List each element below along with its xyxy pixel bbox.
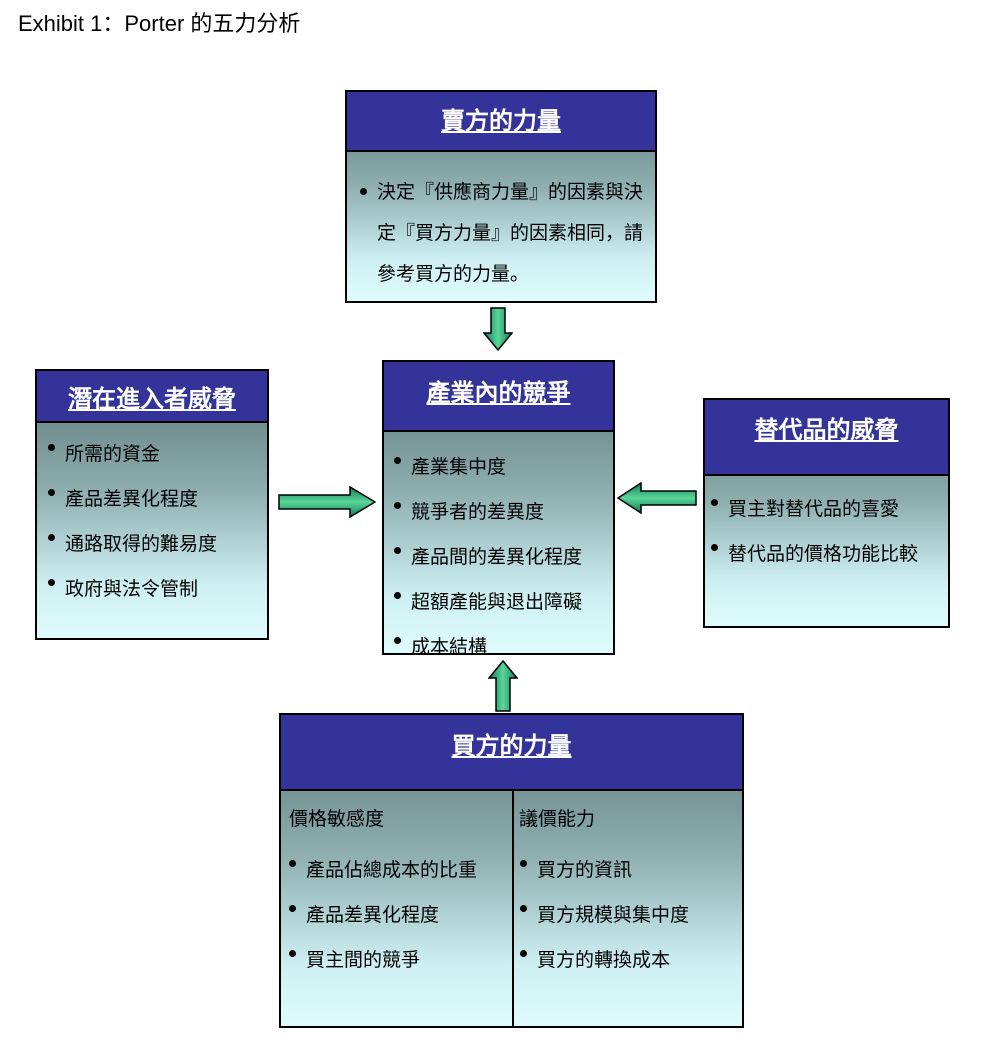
list-item: 產業集中度 xyxy=(394,452,613,497)
list-item: 政府與法令管制 xyxy=(48,574,267,619)
list-item: 買方的轉換成本 xyxy=(520,945,742,990)
substitutes-box: 替代品的威脅 買主對替代品的喜愛 替代品的價格功能比較 xyxy=(703,398,950,628)
list-item: 超額產能與退出障礙 xyxy=(394,587,613,632)
up-arrow-icon xyxy=(488,660,518,712)
new-entrants-header: 潛在進入者威脅 xyxy=(37,371,267,423)
down-arrow-icon xyxy=(483,307,513,351)
buyer-right-column: 議價能力 買方的資訊 買方規模與集中度 買方的轉換成本 xyxy=(514,789,742,1026)
supplier-power-box: 賣方的力量 決定『供應商力量』的因素與決 定『買方力量』的因素相同，請 參考買方… xyxy=(345,90,657,303)
industry-rivalry-title: 產業內的競爭 xyxy=(426,379,571,407)
list-item: 產品佔總成本的比重 xyxy=(289,855,512,900)
supplier-text-line: 決定『供應商力量』的因素與決 xyxy=(377,181,644,203)
page-title: Exhibit 1：Porter 的五力分析 xyxy=(18,11,301,36)
substitutes-header: 替代品的威脅 xyxy=(705,400,948,476)
bullet-icon xyxy=(360,188,367,195)
list-item: 買主間的競爭 xyxy=(289,945,512,990)
supplier-power-title: 賣方的力量 xyxy=(441,107,561,135)
price-sensitivity-list: 產品佔總成本的比重 產品差異化程度 買主間的競爭 xyxy=(281,831,512,990)
supplier-power-header: 賣方的力量 xyxy=(347,92,655,152)
supplier-power-text: 決定『供應商力量』的因素與決 定『買方力量』的因素相同，請 參考買方的力量。 xyxy=(347,152,655,295)
buyer-left-column: 價格敏感度 產品佔總成本的比重 產品差異化程度 買主間的競爭 xyxy=(281,789,514,1026)
new-entrants-title: 潛在進入者威脅 xyxy=(68,385,236,413)
supplier-text-line: 定『買方力量』的因素相同，請 xyxy=(377,222,644,244)
bargaining-power-heading: 議價能力 xyxy=(519,808,596,830)
supplier-text-line: 參考買方的力量。 xyxy=(377,263,530,285)
right-arrow-icon xyxy=(278,486,376,518)
list-item: 產品差異化程度 xyxy=(289,900,512,945)
list-item: 通路取得的難易度 xyxy=(48,529,267,574)
list-item: 產品差異化程度 xyxy=(48,484,267,529)
substitutes-title: 替代品的威脅 xyxy=(754,416,899,444)
buyer-power-title: 買方的力量 xyxy=(451,732,572,760)
list-item: 買主對替代品的喜愛 xyxy=(711,494,948,539)
list-item: 替代品的價格功能比較 xyxy=(711,539,948,584)
industry-rivalry-header: 產業內的競爭 xyxy=(384,362,613,432)
industry-rivalry-list: 產業集中度 競爭者的差異度 產品間的差異化程度 超額產能與退出障礙 成本結構 xyxy=(384,432,613,653)
industry-rivalry-box: 產業內的競爭 產業集中度 競爭者的差異度 產品間的差異化程度 超額產能與退出障礙… xyxy=(382,360,615,655)
list-item: 買方規模與集中度 xyxy=(520,900,742,945)
price-sensitivity-heading: 價格敏感度 xyxy=(289,808,385,830)
list-item: 產品間的差異化程度 xyxy=(394,542,613,587)
new-entrants-box: 潛在進入者威脅 所需的資金 產品差異化程度 通路取得的難易度 政府與法令管制 xyxy=(35,369,269,640)
list-item: 競爭者的差異度 xyxy=(394,497,613,542)
list-item: 所需的資金 xyxy=(48,439,267,484)
substitutes-list: 買主對替代品的喜愛 替代品的價格功能比較 xyxy=(705,476,948,584)
new-entrants-list: 所需的資金 產品差異化程度 通路取得的難易度 政府與法令管制 xyxy=(37,423,267,619)
list-item: 買方的資訊 xyxy=(520,855,742,900)
bargaining-power-list: 買方的資訊 買方規模與集中度 買方的轉換成本 xyxy=(514,831,742,990)
list-item: 成本結構 xyxy=(394,632,613,653)
buyer-power-header: 買方的力量 xyxy=(281,715,742,791)
buyer-power-box: 買方的力量 價格敏感度 產品佔總成本的比重 產品差異化程度 買主間的競爭 議價能… xyxy=(279,713,744,1028)
left-arrow-icon xyxy=(617,482,697,514)
